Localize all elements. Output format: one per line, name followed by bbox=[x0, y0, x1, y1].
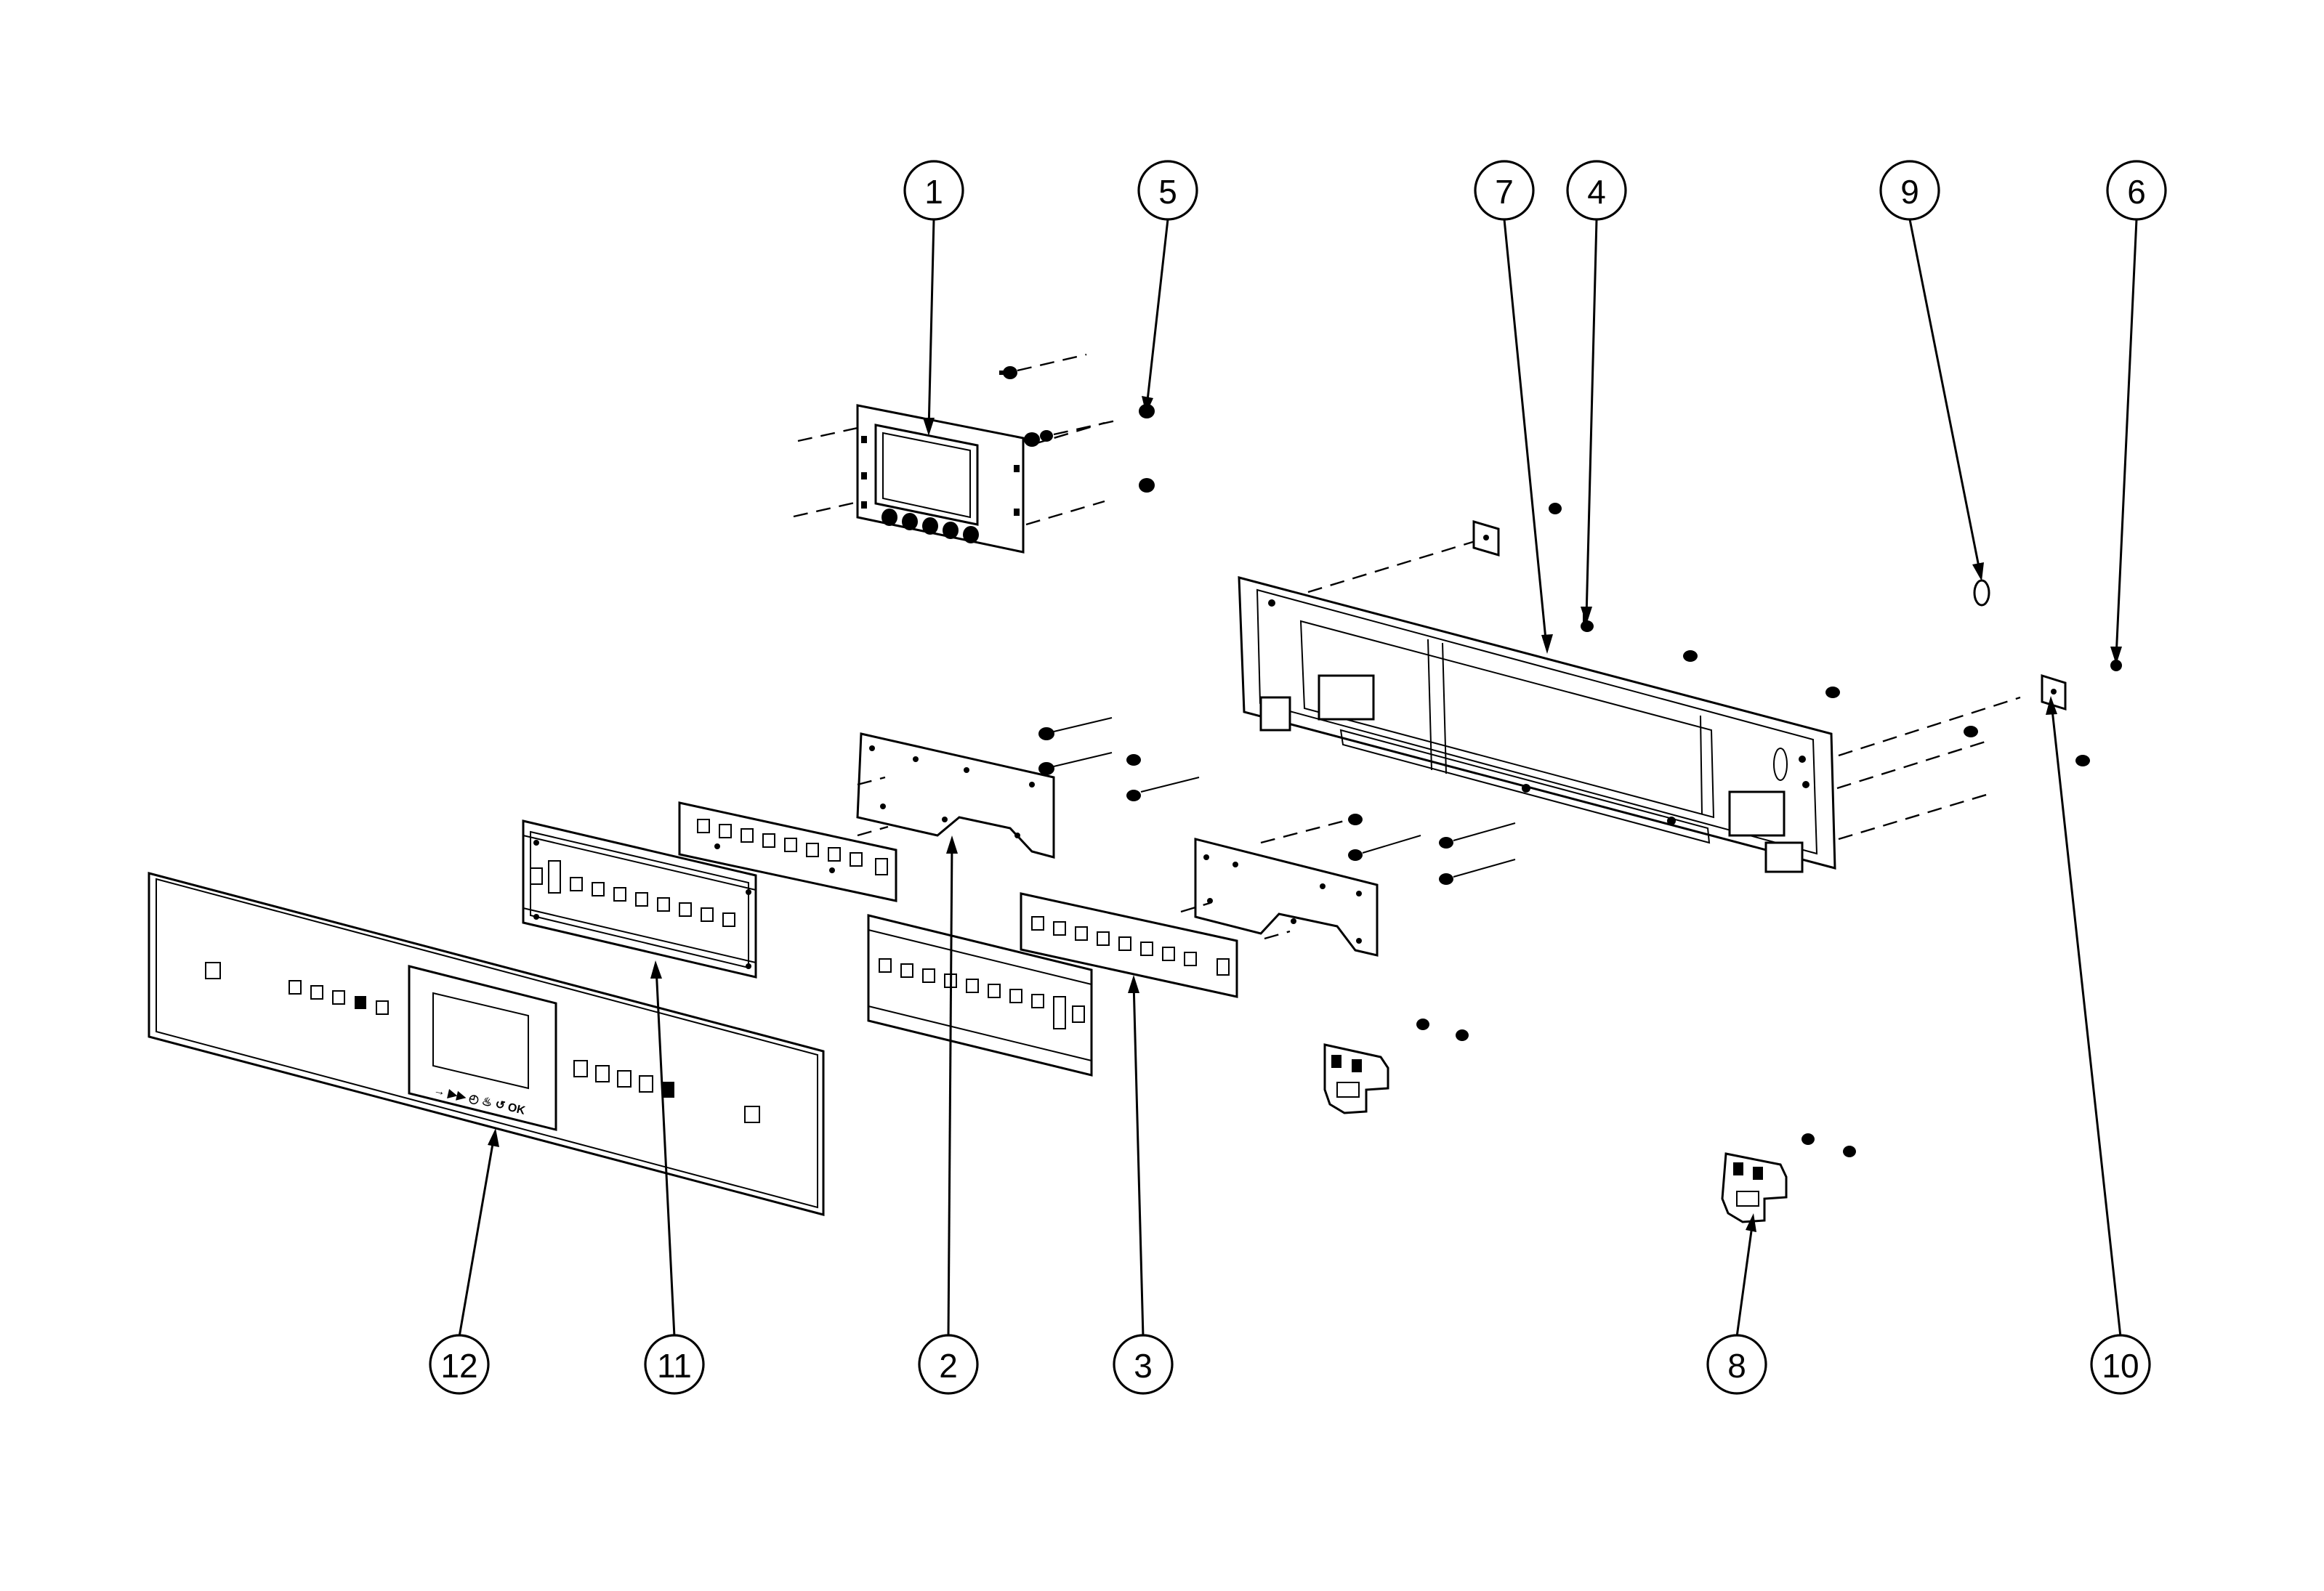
callout-8-label: 8 bbox=[1727, 1347, 1746, 1385]
switch-part-8 bbox=[1721, 1133, 1856, 1223]
callout-12: 12 bbox=[429, 1334, 490, 1395]
callout-3: 3 bbox=[1113, 1334, 1174, 1395]
key-strip-upper-left bbox=[678, 801, 897, 902]
rear-frame-part bbox=[1238, 540, 2021, 873]
callout-7-label: 7 bbox=[1495, 173, 1514, 211]
callout-9: 9 bbox=[1879, 160, 1940, 221]
callout-5: 5 bbox=[1137, 160, 1198, 221]
callout-1-label: 1 bbox=[924, 173, 943, 211]
callout-10: 10 bbox=[2090, 1334, 2151, 1395]
callout-1: 1 bbox=[903, 160, 964, 221]
right-pcb-part bbox=[1180, 814, 1516, 957]
callout-9-label: 9 bbox=[1900, 173, 1919, 211]
callout-4: 4 bbox=[1566, 160, 1627, 221]
callout-5-label: 5 bbox=[1158, 173, 1177, 211]
callout-10-label: 10 bbox=[2102, 1347, 2139, 1385]
callout-2: 2 bbox=[918, 1334, 979, 1395]
callout-3-label: 3 bbox=[1134, 1347, 1153, 1385]
key-frame-lower-middle bbox=[867, 914, 1093, 1077]
left-pcb-part bbox=[856, 717, 1200, 859]
callout-6-label: 6 bbox=[2127, 173, 2146, 211]
callout-7: 7 bbox=[1474, 160, 1535, 221]
callout-12-label: 12 bbox=[440, 1347, 477, 1385]
leader-lines bbox=[458, 219, 2138, 1337]
key-frame-part-11 bbox=[522, 819, 757, 979]
display-module-part bbox=[793, 404, 1105, 554]
screw-group-5 bbox=[999, 353, 1155, 493]
switch-part-upper bbox=[1323, 1019, 1469, 1114]
callout-8: 8 bbox=[1706, 1334, 1767, 1395]
callout-4-label: 4 bbox=[1587, 173, 1606, 211]
callout-6: 6 bbox=[2106, 160, 2167, 221]
callout-11: 11 bbox=[644, 1334, 705, 1395]
key-strip-part-3 bbox=[1020, 892, 1238, 998]
callout-11-label: 11 bbox=[657, 1347, 692, 1385]
callout-2-label: 2 bbox=[939, 1347, 958, 1385]
frame-hardware bbox=[1472, 503, 2122, 766]
front-glass-panel: → ▶▶ ◴ ♨ ↺ OK bbox=[148, 872, 825, 1216]
